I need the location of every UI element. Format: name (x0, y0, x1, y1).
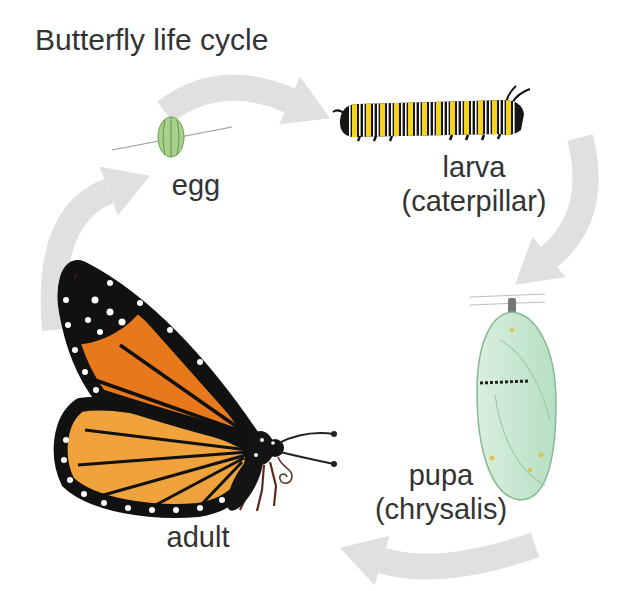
gold-dot (510, 328, 514, 332)
stage-node: adult (55, 262, 340, 557)
stripe (419, 96, 431, 140)
white-spot (65, 322, 71, 328)
chrysalis-wing-lines (495, 340, 550, 485)
arrow-head (279, 77, 330, 125)
arrow-head (515, 237, 565, 285)
cycle-arrow (340, 536, 535, 586)
chrysalis-illustration (470, 294, 556, 500)
butterfly-illustration (61, 267, 337, 515)
gold-dot (539, 453, 544, 458)
body-spot (271, 441, 275, 445)
white-spot (85, 317, 91, 323)
chrysalis-band (480, 381, 528, 383)
white-spot (63, 437, 69, 443)
white-spot (92, 297, 99, 304)
stripe (391, 96, 403, 140)
diagram-title: Butterfly life cycle (35, 22, 268, 58)
front-filament (506, 86, 530, 103)
gold-dot (528, 468, 532, 472)
cycle-arrow (165, 77, 330, 125)
caterpillar-legs (358, 134, 500, 141)
antenna-knob (331, 431, 337, 437)
stripe (447, 96, 459, 140)
arrow-head (100, 167, 150, 216)
white-spot (197, 505, 203, 511)
egg-illustration (112, 117, 232, 157)
white-spot (72, 347, 78, 353)
stripe (377, 96, 389, 140)
white-spot (61, 457, 67, 463)
stripe (475, 96, 487, 140)
white-spot (93, 387, 99, 393)
white-spot (81, 491, 87, 497)
white-spot (197, 359, 203, 365)
stage-label: adult (138, 520, 258, 554)
arrow-band (382, 545, 535, 567)
stage-label-group: pupa (chrysalis) (361, 458, 521, 526)
white-spot (167, 327, 173, 333)
arrow-band (549, 137, 586, 257)
twig-line (470, 294, 545, 297)
stage-label-group: adult (138, 520, 258, 554)
body-spot (254, 453, 258, 457)
stage-label: pupa (chrysalis) (361, 458, 521, 526)
stage-label-group: larva (caterpillar) (389, 150, 559, 218)
white-spot (101, 500, 107, 506)
gold-dot (490, 456, 495, 461)
stage-label-group: egg (156, 168, 236, 202)
twig-line (470, 302, 545, 305)
stage-node: larva (caterpillar) (330, 92, 580, 221)
arrow-head (340, 536, 390, 586)
stage-label: egg (156, 168, 236, 202)
white-spot (82, 369, 88, 375)
fore-wing (65, 267, 255, 440)
stripe (363, 96, 375, 140)
white-spots (61, 280, 225, 513)
white-spot (119, 319, 126, 326)
white-spot (173, 507, 179, 513)
white-spot (67, 477, 73, 483)
chrysalis-body (477, 312, 556, 500)
white-spot (107, 309, 114, 316)
egg-shape (158, 117, 184, 157)
antenna-knob (331, 461, 337, 467)
body-spot (260, 438, 264, 442)
white-spot (137, 300, 143, 306)
stripe (461, 96, 473, 140)
stage-node: egg (150, 112, 242, 205)
caterpillar-illustration (333, 86, 530, 141)
arrow-band (165, 88, 290, 112)
white-spot (219, 497, 225, 503)
white-spot (97, 329, 103, 335)
caterpillar-stripes (349, 96, 515, 140)
fore-wing-veins (95, 312, 252, 438)
stripe (433, 96, 445, 140)
white-spot (125, 505, 131, 511)
stripe (489, 96, 501, 140)
stripe (405, 96, 417, 140)
hind-wing-veins (78, 430, 248, 508)
proboscis (278, 457, 292, 483)
white-spot (107, 280, 113, 286)
stripe (349, 96, 361, 140)
egg-ribs (163, 117, 179, 157)
wing-tip (66, 268, 140, 345)
white-spot (149, 507, 155, 513)
stripe (503, 96, 515, 140)
stage-label: larva (caterpillar) (389, 150, 559, 218)
stage-node: pupa (chrysalis) (360, 285, 560, 545)
white-spot (63, 297, 69, 303)
antennae (279, 433, 334, 464)
